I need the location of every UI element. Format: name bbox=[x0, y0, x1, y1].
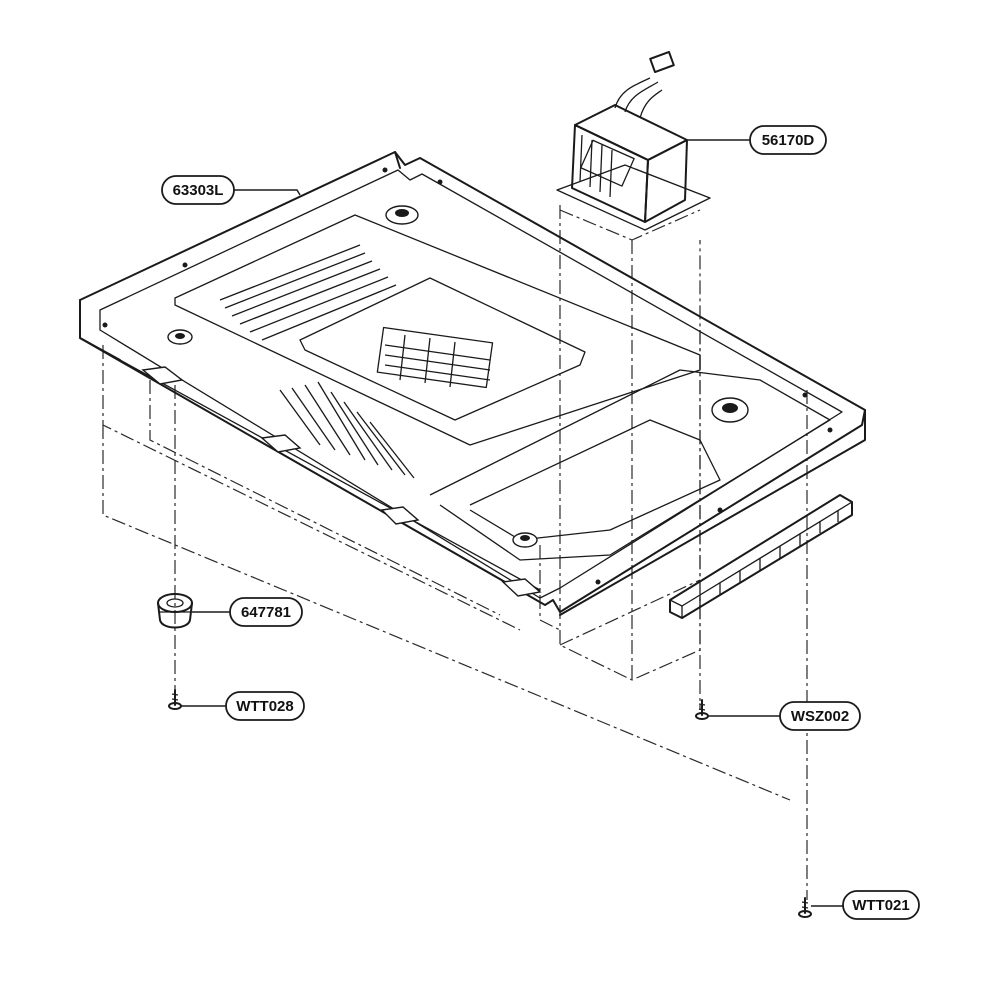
front-tabs bbox=[141, 366, 542, 597]
leader-lines bbox=[181, 139, 845, 907]
callout-WSZ002[interactable]: WSZ002 bbox=[779, 701, 861, 731]
part-number-label: 63303L bbox=[173, 182, 224, 199]
base-plate[interactable] bbox=[79, 151, 866, 616]
part-number-label: WTT028 bbox=[236, 698, 294, 715]
mounting-holes bbox=[102, 167, 833, 585]
callout-56170D[interactable]: 56170D bbox=[749, 125, 827, 155]
foam-spacer-bar[interactable] bbox=[669, 494, 853, 619]
callout-647781[interactable]: 647781 bbox=[229, 597, 303, 627]
perforated-grid bbox=[376, 326, 494, 389]
part-number-label: WSZ002 bbox=[791, 708, 849, 725]
callout-WTT028[interactable]: WTT028 bbox=[225, 691, 305, 721]
callout-63303L[interactable]: 63303L bbox=[161, 175, 235, 205]
louvers-diagonal bbox=[279, 381, 415, 479]
assembly-guide-lines bbox=[102, 205, 808, 900]
part-number-label: WTT021 bbox=[852, 897, 910, 914]
rubber-foot[interactable] bbox=[157, 593, 193, 629]
screw-foot[interactable] bbox=[168, 689, 182, 710]
part-number-label: 647781 bbox=[241, 604, 291, 621]
screw-transformer[interactable] bbox=[695, 699, 709, 720]
transformer[interactable] bbox=[556, 51, 711, 231]
vent-slots-upper bbox=[219, 244, 397, 341]
part-number-label: 56170D bbox=[762, 132, 815, 149]
callout-WTT021[interactable]: WTT021 bbox=[842, 890, 920, 920]
screw-base[interactable] bbox=[798, 897, 812, 918]
